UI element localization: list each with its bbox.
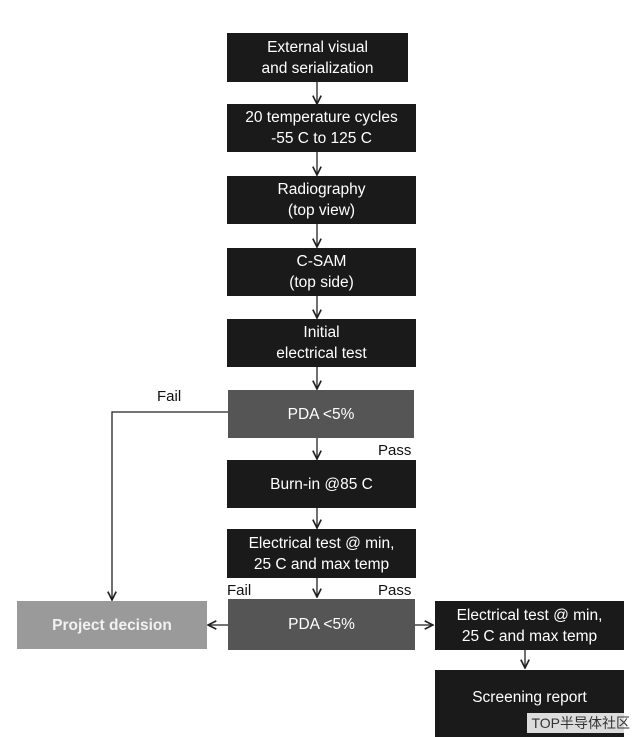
csam-step: C-SAM (top side)	[227, 248, 416, 296]
electrical-test-step: Electrical test @ min, 25 C and max temp	[227, 529, 416, 578]
external-visual-text: External visual and serialization	[261, 38, 374, 77]
fail-path-1	[112, 411, 228, 600]
initial-electrical-test-text: Initial electrical test	[276, 324, 367, 362]
electrical-test-text: Electrical test @ min, 25 C and max temp	[248, 534, 395, 573]
radiography-text: Radiography (top view)	[277, 181, 366, 219]
fail-label-1: Fail	[157, 388, 182, 405]
burn-in-text: Burn-in @85 C	[270, 475, 373, 493]
final-electrical-test-text: Electrical test @ min, 25 C and max temp	[456, 606, 603, 645]
project-decision-box: Project decision	[17, 601, 207, 649]
temperature-cycles-step: 20 temperature cycles -55 C to 125 C	[227, 104, 416, 152]
fail-label-2: Fail	[227, 582, 252, 599]
pda-decision-2-text: PDA <5%	[288, 616, 355, 633]
screening-report-text: Screening report	[472, 689, 587, 706]
pass-label-2: Pass	[378, 582, 412, 599]
radiography-step: Radiography (top view)	[227, 176, 416, 224]
burn-in-step: Burn-in @85 C	[227, 460, 416, 508]
pda-decision-1: PDA <5%	[228, 390, 414, 438]
pda-decision-2: PDA <5%	[228, 599, 415, 650]
project-decision-text: Project decision	[52, 616, 172, 634]
pda-decision-1-text: PDA <5%	[287, 405, 355, 423]
final-electrical-test-step: Electrical test @ min, 25 C and max temp	[435, 601, 624, 650]
external-visual-step: External visual and serialization	[227, 33, 408, 82]
temperature-cycles-text: 20 temperature cycles -55 C to 125 C	[245, 109, 398, 147]
pass-label-1: Pass	[378, 442, 412, 459]
watermark: TOP半导体社区	[527, 713, 634, 733]
initial-electrical-test-step: Initial electrical test	[227, 319, 416, 367]
csam-text: C-SAM (top side)	[289, 253, 354, 291]
